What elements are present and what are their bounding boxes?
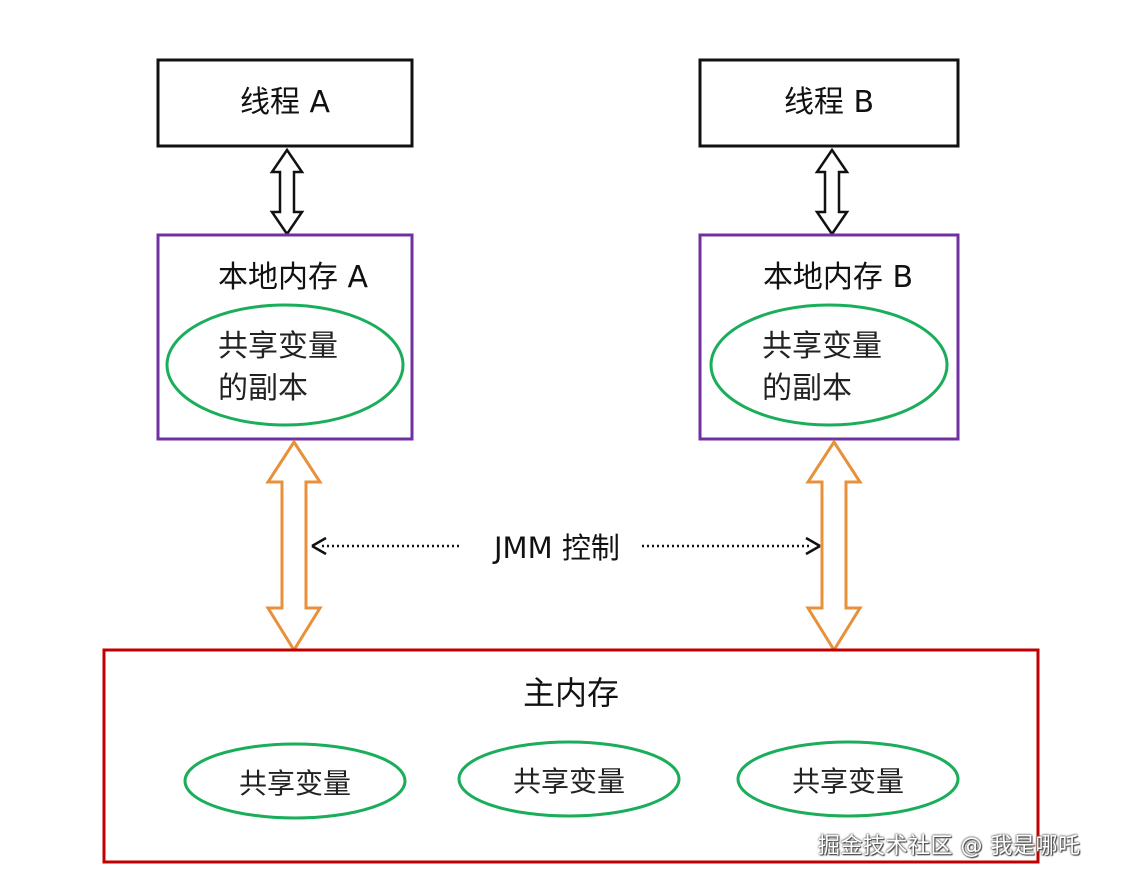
local-a-label: 本地内存 A xyxy=(218,260,369,295)
local-a-copy-line2: 的副本 xyxy=(218,371,308,406)
thread-a-node: 线程 A xyxy=(156,58,414,148)
main-var-1: 共享变量 xyxy=(239,767,351,800)
main-var-ellipse-3 xyxy=(736,740,960,818)
local-b-copy-line2: 的副本 xyxy=(762,371,852,406)
thread-a-label: 线程 A xyxy=(240,85,331,120)
local-a-copy-ellipse xyxy=(165,303,405,427)
jmm-control-connector: JMM 控制 xyxy=(311,531,821,565)
main-var-ellipse-1 xyxy=(183,742,407,820)
local-b-main-arrow xyxy=(805,439,863,653)
thread-b-local-arrow xyxy=(814,147,850,237)
jmm-left-arrowhead xyxy=(311,536,327,556)
main-var-3: 共享变量 xyxy=(792,765,904,798)
local-memory-a: 本地内存 A 共享变量 的副本 xyxy=(156,233,414,441)
main-var-2: 共享变量 xyxy=(513,765,625,798)
local-b-copy-ellipse xyxy=(709,303,949,427)
local-memory-b: 本地内存 B 共享变量 的副本 xyxy=(698,233,960,441)
main-memory: 主内存 共享变量 共享变量 共享变量 xyxy=(102,648,1040,864)
local-b-label: 本地内存 B xyxy=(763,260,913,295)
jmm-right-arrowhead xyxy=(805,536,821,556)
thread-b-node: 线程 B xyxy=(698,58,960,148)
watermark: 掘金技术社区 @ 我是哪吒 xyxy=(818,834,1081,859)
jmm-label: JMM 控制 xyxy=(492,531,620,565)
local-b-copy-line1: 共享变量 xyxy=(762,329,882,364)
main-memory-label: 主内存 xyxy=(523,674,619,712)
thread-a-local-arrow xyxy=(269,147,305,237)
main-var-ellipse-2 xyxy=(457,740,681,818)
thread-b-label: 线程 B xyxy=(784,85,874,120)
local-a-copy-line1: 共享变量 xyxy=(218,329,338,364)
